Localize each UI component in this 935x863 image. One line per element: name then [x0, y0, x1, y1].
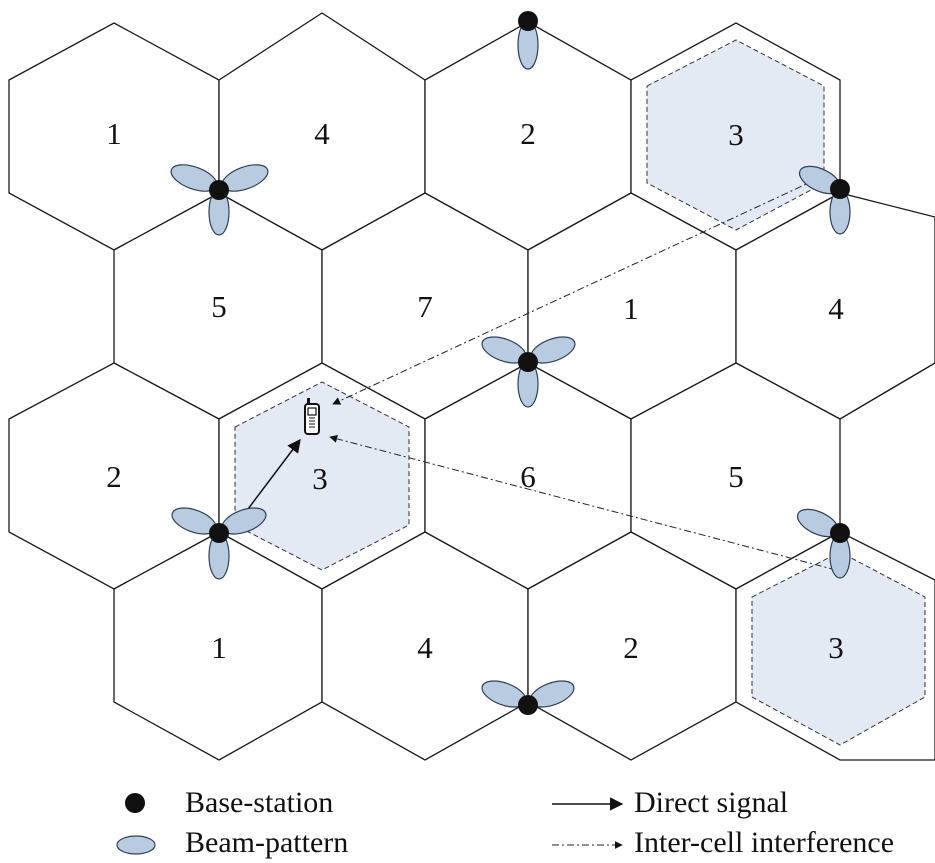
- cell-hexagon-shaded: 3: [218, 362, 426, 590]
- legend: Base-station Beam-pattern Direct signal …: [116, 786, 894, 859]
- cell-label: 5: [211, 289, 227, 324]
- legend-label: Base-station: [185, 786, 333, 819]
- base-station-icon: [798, 165, 851, 235]
- cell-label: 5: [728, 459, 744, 494]
- base-station-icon: [517, 11, 539, 70]
- cell-label: 6: [520, 459, 536, 494]
- cell-hexagon-shaded: 3: [630, 22, 841, 251]
- cell-label: 1: [623, 291, 639, 326]
- legend-item-beam-pattern: Beam-pattern: [116, 826, 348, 859]
- interference-arrow: [329, 434, 837, 571]
- cell-label: 3: [312, 461, 328, 496]
- cell-label: 2: [520, 116, 536, 151]
- cell-edge: [839, 362, 935, 420]
- cell-label: 2: [106, 459, 122, 494]
- cell-label: 4: [828, 291, 844, 326]
- base-station-icon: [171, 507, 267, 580]
- legend-label: Inter-cell interference: [634, 826, 894, 859]
- cell-label: 3: [828, 630, 844, 665]
- base-station-icon: [481, 680, 575, 715]
- mobile-phone-icon: [304, 398, 320, 435]
- interference-arrow: [332, 179, 816, 405]
- base-station-icon: [481, 336, 576, 408]
- legend-item-base-station: Base-station: [125, 786, 333, 819]
- legend-label: Beam-pattern: [185, 826, 348, 859]
- beam-pattern-icon: [116, 835, 156, 855]
- legend-item-interference: Inter-cell interference: [552, 826, 894, 859]
- base-station-icon: [796, 508, 851, 579]
- direct-signal-arrow: [244, 438, 301, 514]
- cell-label: 1: [211, 630, 227, 665]
- base-station-icon: [125, 793, 145, 813]
- legend-label: Direct signal: [634, 786, 788, 819]
- cell-label: 1: [106, 116, 122, 151]
- cell-label: 7: [417, 289, 433, 324]
- cell-label: 2: [623, 630, 639, 665]
- cell-hexagon-shaded: 3: [735, 531, 935, 761]
- base-station-icon: [170, 164, 269, 236]
- cell-label: 4: [314, 116, 330, 151]
- legend-item-direct-signal: Direct signal: [552, 786, 788, 819]
- cell-label: 3: [728, 117, 744, 152]
- cell-label: 4: [417, 630, 433, 665]
